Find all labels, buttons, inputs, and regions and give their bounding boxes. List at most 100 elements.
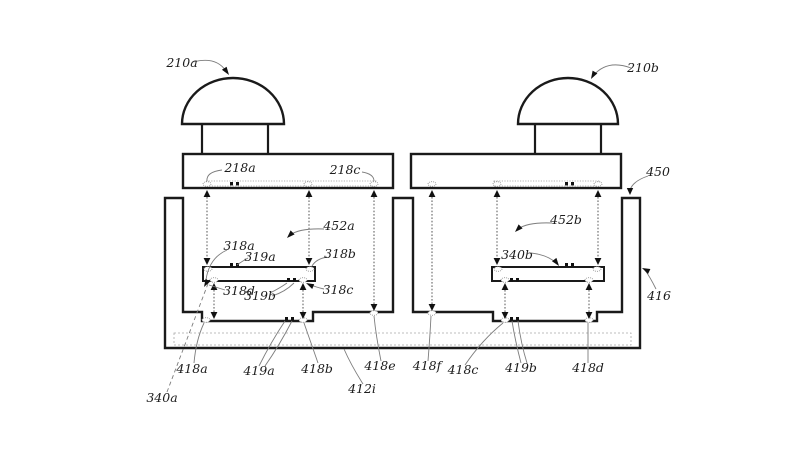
right-submount-bar <box>491 266 605 282</box>
label-340a: 340a <box>146 390 177 405</box>
arrowhead <box>203 258 211 265</box>
left-slab-pad <box>202 181 212 187</box>
arrowhead <box>299 312 307 319</box>
label-318d: 318d <box>223 283 255 298</box>
label-418a: 418a <box>175 361 207 376</box>
arrowhead <box>299 283 307 290</box>
emitter-assembly-right <box>409 76 623 190</box>
submount-right <box>491 263 605 283</box>
label-418e: 418e <box>363 358 395 373</box>
label-318b: 318b <box>324 246 356 261</box>
right-dome-lens <box>516 76 620 126</box>
leader-416 <box>644 269 657 290</box>
leader-412i <box>343 348 364 385</box>
leader-452a <box>289 228 325 236</box>
leader-418e <box>373 315 382 362</box>
label-412i: 412i <box>347 381 376 396</box>
arrowhead <box>501 312 509 319</box>
left-slab-contact-dot <box>236 182 239 186</box>
arrowhead <box>203 190 211 197</box>
bar-bottom-dot-319b <box>287 278 290 282</box>
floor-pads <box>201 310 594 323</box>
right-slab-pad <box>427 181 437 187</box>
leader-340b <box>530 252 557 264</box>
arrowhead <box>428 304 436 311</box>
left-slab-contact-dot <box>230 182 233 186</box>
label-418c: 418c <box>447 362 479 377</box>
leader-419b <box>511 320 522 364</box>
label-419a: 419a <box>242 363 274 378</box>
arrowhead <box>501 283 509 290</box>
leader-218a <box>206 169 223 182</box>
bar-pad <box>305 266 315 272</box>
leader-319a <box>236 257 249 266</box>
right-slab-pad <box>593 181 603 187</box>
arrowhead <box>305 190 313 197</box>
bar-pad <box>592 266 602 272</box>
floor-dot-419a <box>291 317 294 321</box>
label-418b: 418b <box>300 361 333 376</box>
leader-arrowhead-450 <box>626 188 634 195</box>
base-internal-layer-412i <box>173 332 632 346</box>
label-416: 416 <box>646 288 671 303</box>
left-slab-pad <box>369 181 379 187</box>
arrowhead <box>585 283 593 290</box>
left-slab-pad <box>303 181 313 187</box>
leader-318a <box>205 249 228 281</box>
leader-419a <box>258 320 286 367</box>
right-slab-pad <box>492 181 502 187</box>
arrowhead <box>493 258 501 265</box>
leader-arrowhead-210a <box>221 66 229 75</box>
leader-210b <box>592 64 632 77</box>
leader-319b <box>269 282 288 294</box>
bar-bottom-dot-319b <box>293 278 296 282</box>
submount-left <box>202 263 316 283</box>
leader-lines <box>166 59 657 393</box>
leader-arrowhead-318a <box>204 278 210 287</box>
bar-bottom-dot <box>510 278 513 282</box>
label-210b: 210b <box>626 60 659 75</box>
bar-pad <box>500 277 510 283</box>
label-210a: 210a <box>165 55 197 70</box>
bar-top-dot <box>571 263 574 267</box>
leader-210a <box>192 59 227 72</box>
leader-arrowheads <box>204 66 651 289</box>
dimension-arrows <box>206 197 599 312</box>
leader-418a <box>193 322 205 364</box>
leader-418f <box>427 315 432 362</box>
bar-pad <box>298 277 308 283</box>
arrowhead <box>305 258 313 265</box>
leader-419b <box>517 320 528 364</box>
left-dome-lens <box>180 76 286 126</box>
leader-318d <box>208 284 226 291</box>
arrowhead <box>585 312 593 319</box>
arrowhead <box>370 190 378 197</box>
leader-arrowhead-416 <box>642 268 651 274</box>
label-319a: 319a <box>244 249 275 264</box>
label-450: 450 <box>645 164 670 179</box>
floor-pad <box>201 317 211 323</box>
leader-418c <box>464 322 504 366</box>
leader-318b <box>311 256 328 267</box>
label-419b: 419b <box>504 360 537 375</box>
label-452a: 452a <box>322 218 354 233</box>
right-slab-contact-dot <box>565 182 568 186</box>
bar-pad <box>584 277 594 283</box>
housing-body <box>163 196 642 350</box>
bar-pad <box>493 266 503 272</box>
leader-319b <box>271 282 295 297</box>
label-319b: 319b <box>244 288 276 303</box>
right-slab-contact-dot <box>571 182 574 186</box>
label-340b: 340b <box>501 247 533 262</box>
bar-pad <box>209 277 219 283</box>
label-418f: 418f <box>412 358 444 373</box>
label-318c: 318c <box>323 282 354 297</box>
bar-bottom-dot <box>516 278 519 282</box>
leader-arrowhead-340b <box>552 257 559 266</box>
ledge-pad <box>427 310 437 316</box>
leader-arrowhead-318c <box>306 283 315 289</box>
leader-arrowhead-210b <box>591 70 598 79</box>
leader-218c <box>361 171 375 182</box>
right-emitter-slab <box>409 152 623 190</box>
